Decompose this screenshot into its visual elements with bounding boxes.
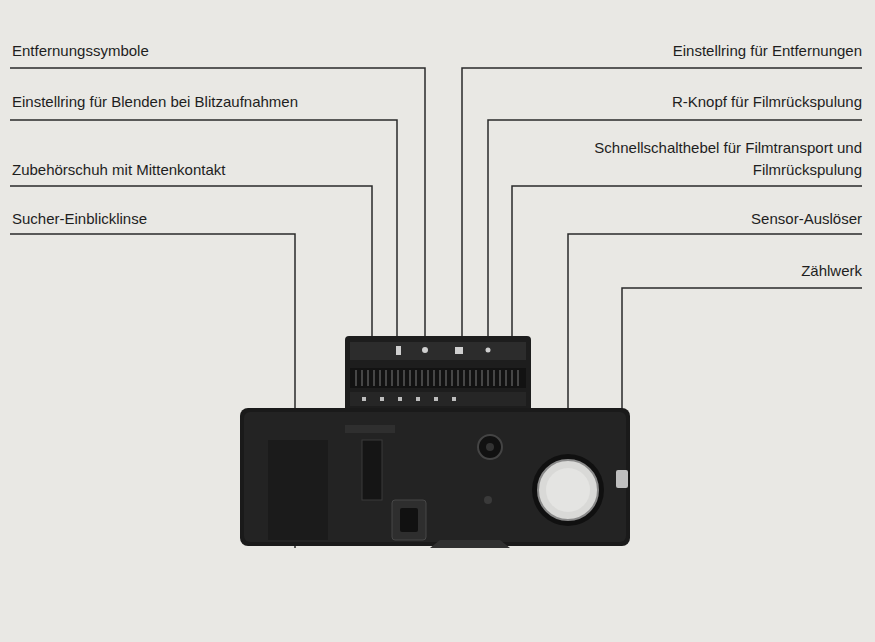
part-label: Entfernungssymbole: [12, 40, 149, 62]
leader-line: [10, 120, 397, 340]
leader-line: [622, 288, 862, 470]
part-label: Zubehörschuh mit Mittenkontakt: [12, 159, 225, 181]
leader-line: [10, 186, 372, 340]
part-label: Sensor-Auslöser: [751, 208, 862, 230]
leader-line: [488, 120, 862, 340]
part-label: Zählwerk: [801, 260, 862, 282]
part-label: Schnellschalthebel für Filmtransport und…: [562, 137, 862, 181]
leader-line: [462, 68, 862, 340]
part-label: Einstellring für Entfernungen: [673, 40, 862, 62]
camera-body: [240, 408, 630, 548]
lens-barrel: [345, 336, 531, 412]
part-label: R-Knopf für Filmrückspulung: [672, 91, 862, 113]
leader-lines: [10, 68, 862, 548]
part-label: Einstellring für Blenden bei Blitzaufnah…: [12, 91, 298, 113]
leader-line: [512, 186, 862, 340]
leader-line: [10, 68, 425, 340]
part-label: Sucher-Einblicklinse: [12, 208, 147, 230]
